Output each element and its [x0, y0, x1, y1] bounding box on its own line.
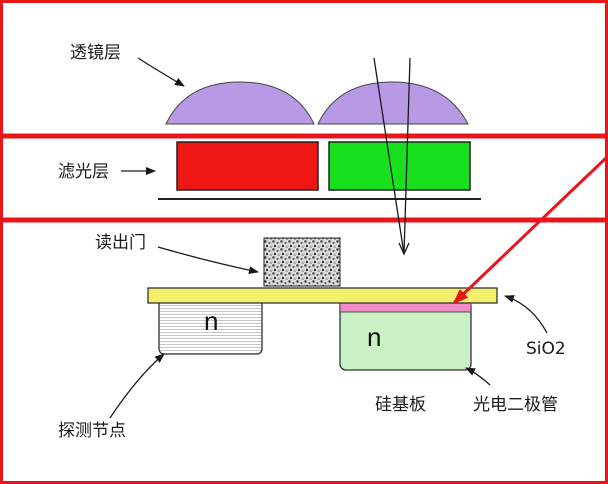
photodiode-pointer: [465, 367, 491, 386]
read-gate-pointer: [157, 246, 259, 275]
photodiode-label: 光电二极管: [473, 395, 558, 415]
pointer-arrows: [109, 57, 548, 419]
focused-light-rays: [373, 57, 411, 256]
lens-layer-pointer: [137, 57, 185, 87]
sio2-label: SiO2: [526, 339, 566, 359]
detect-node-label: 探测节点: [58, 421, 126, 441]
n-left-label: n: [204, 306, 218, 336]
sio2-layer: [147, 287, 498, 304]
lens-layer-label: 透镜层: [70, 43, 121, 63]
micro-lens-right: [317, 81, 469, 125]
sio2-pointer: [504, 295, 548, 334]
filter-layer-label: 滤光层: [58, 162, 109, 182]
green-color-filter: [328, 141, 471, 191]
micro-lens-left: [165, 81, 315, 125]
n-right-label: n: [367, 322, 381, 352]
detect-node-pointer: [109, 353, 165, 419]
incident-light-arrow: [452, 156, 608, 305]
read-gate-block: [263, 237, 341, 287]
substrate-label: 硅基板: [375, 395, 426, 415]
read-gate-label: 读出门: [95, 233, 146, 253]
red-color-filter: [176, 141, 319, 191]
